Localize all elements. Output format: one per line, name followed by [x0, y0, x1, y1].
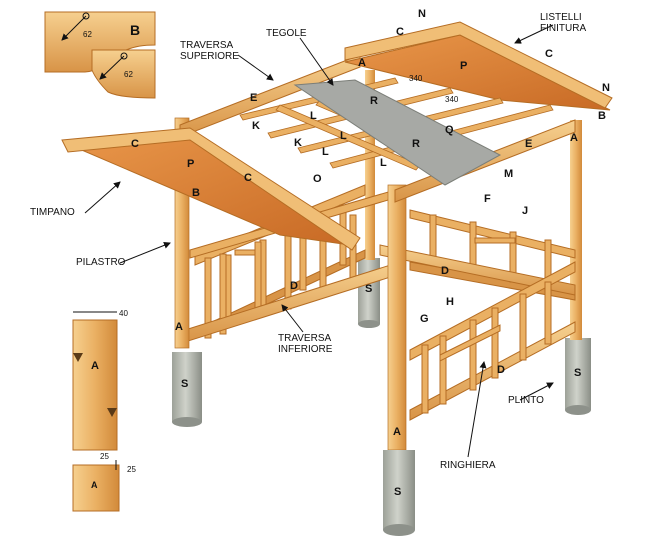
letter-s-back-right: S	[574, 367, 582, 379]
dim-340-a: 340	[409, 74, 423, 83]
letter-l-1: L	[310, 110, 317, 122]
letter-k-2: K	[294, 137, 302, 149]
letter-e-right: E	[525, 138, 533, 150]
letter-s-back-left: S	[365, 283, 373, 295]
railing-front-right	[409, 261, 576, 421]
label-tegole: TEGOLE	[266, 28, 307, 39]
letter-l-4: L	[380, 157, 387, 169]
dim-62-b: 62	[124, 70, 133, 79]
letter-g: G	[420, 313, 429, 325]
letter-a-detail: A	[91, 360, 99, 372]
dim-62-a: 62	[83, 30, 92, 39]
letter-c-front-2: C	[244, 172, 252, 184]
letter-c-right: C	[545, 48, 553, 60]
letter-p-front: P	[187, 158, 195, 170]
letter-b-detail: B	[130, 22, 141, 38]
letter-r-2: R	[412, 138, 420, 150]
letter-j: J	[522, 205, 529, 217]
post-back-right	[570, 120, 582, 340]
label-timpano: TIMPANO	[30, 207, 75, 218]
gable-front	[61, 127, 361, 251]
letter-o: O	[313, 173, 322, 185]
tiles-area	[293, 79, 502, 186]
plinth-back-right	[565, 338, 591, 415]
post-front-middle	[387, 184, 407, 451]
beam-d-back	[379, 244, 576, 296]
letter-q: Q	[445, 124, 454, 136]
dim-25-side: 25	[127, 465, 136, 474]
letter-b-right: B	[598, 110, 606, 122]
letter-s-front-left: S	[181, 378, 189, 390]
letter-p-back: P	[460, 60, 468, 72]
label-plinto: PLINTO	[508, 395, 544, 406]
dim-340-b: 340	[445, 95, 459, 104]
letter-a-back: A	[358, 57, 366, 69]
label-ringhiera: RINGHIERA	[440, 460, 496, 471]
letter-n-top: N	[418, 8, 426, 20]
letter-h: H	[446, 296, 454, 308]
detail-profile	[44, 11, 156, 99]
letter-c-front: C	[131, 138, 139, 150]
plinth-front-middle	[383, 450, 415, 536]
letter-k-1: K	[252, 120, 260, 132]
letter-f: F	[484, 193, 491, 205]
plinth-front-left	[172, 352, 202, 427]
gable-back	[344, 21, 613, 111]
letter-d-front: D	[497, 364, 505, 376]
letter-l-3: L	[322, 146, 329, 158]
letter-n-right: N	[602, 82, 610, 94]
letter-d-back: D	[441, 265, 449, 277]
letter-s-front-middle: S	[394, 486, 402, 498]
letter-a-front-middle: A	[393, 426, 401, 438]
letter-l-2: L	[340, 130, 347, 142]
letter-a-section: A	[91, 480, 98, 490]
dim-40: 40	[119, 309, 128, 318]
letter-d-left: D	[290, 280, 298, 292]
letter-b-front: B	[192, 187, 200, 199]
post-back-left	[365, 70, 375, 260]
letter-a-back-right: A	[570, 132, 578, 144]
letter-e-left: E	[250, 92, 258, 104]
letter-m: M	[504, 168, 514, 180]
detail-post-section	[72, 311, 120, 512]
label-pilastro: PILASTRO	[76, 257, 126, 268]
letter-c-top: C	[396, 26, 404, 38]
letter-a-front-left: A	[175, 321, 183, 333]
letter-r-1: R	[370, 95, 378, 107]
dim-25-top: 25	[100, 452, 109, 461]
